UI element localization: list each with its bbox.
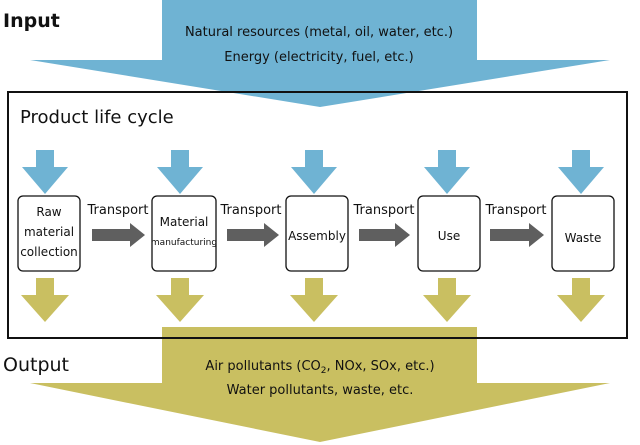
transport-arrow	[490, 223, 544, 247]
stage-input-arrow	[424, 150, 470, 194]
transport-label: Transport	[86, 203, 148, 218]
stage-box-assembly	[285, 195, 349, 272]
input-line-1: Natural resources (metal, oil, water, et…	[185, 25, 453, 40]
transport-arrow	[359, 223, 410, 247]
stage-label: manufacturing	[151, 238, 217, 248]
stage-output-arrow	[423, 278, 471, 322]
stage-input-arrow	[558, 150, 604, 194]
input-big-arrow	[30, 0, 610, 107]
stage-output-arrow	[557, 278, 605, 322]
stage-box-use	[417, 195, 481, 272]
input-line-2: Energy (electricity, fuel, etc.)	[224, 50, 413, 65]
stage-label: material	[24, 225, 74, 239]
output-heading: Output	[3, 354, 69, 376]
stage-input-arrow	[157, 150, 203, 194]
stage-box-waste	[551, 195, 615, 272]
transport-arrow	[92, 223, 145, 247]
transport-label: Transport	[352, 203, 414, 218]
stage-label: Use	[438, 229, 460, 243]
input-heading: Input	[3, 10, 60, 32]
transport-label: Transport	[484, 203, 546, 218]
stage-input-arrow	[291, 150, 337, 194]
stage-output-arrow	[21, 278, 69, 322]
stage-box-material-manufacturing	[151, 195, 217, 272]
stage-label: collection	[20, 245, 78, 259]
output-line-1-prefix: Air pollutants (CO	[205, 359, 320, 374]
output-line-2: Water pollutants, waste, etc.	[227, 383, 414, 398]
output-line-1: Air pollutants (CO2, NOx, SOx, etc.)	[205, 359, 434, 376]
stage-box-raw-material-collection	[17, 195, 81, 272]
stage-label: Material	[160, 215, 209, 229]
output-line-1-suffix: , NOx, SOx, etc.)	[327, 359, 435, 374]
output-line-1-sub: 2	[321, 366, 327, 376]
output-big-arrow	[30, 327, 610, 442]
stage-label: Assembly	[288, 229, 346, 243]
stage-output-arrow	[156, 278, 204, 322]
stage-label: Waste	[565, 231, 602, 245]
transport-arrow	[227, 223, 279, 247]
life-cycle-title: Product life cycle	[20, 107, 174, 128]
stage-input-arrow	[22, 150, 68, 194]
life-cycle-frame	[7, 91, 628, 339]
transport-label: Transport	[219, 203, 281, 218]
stage-output-arrow	[290, 278, 338, 322]
stage-label: Raw	[36, 205, 61, 219]
